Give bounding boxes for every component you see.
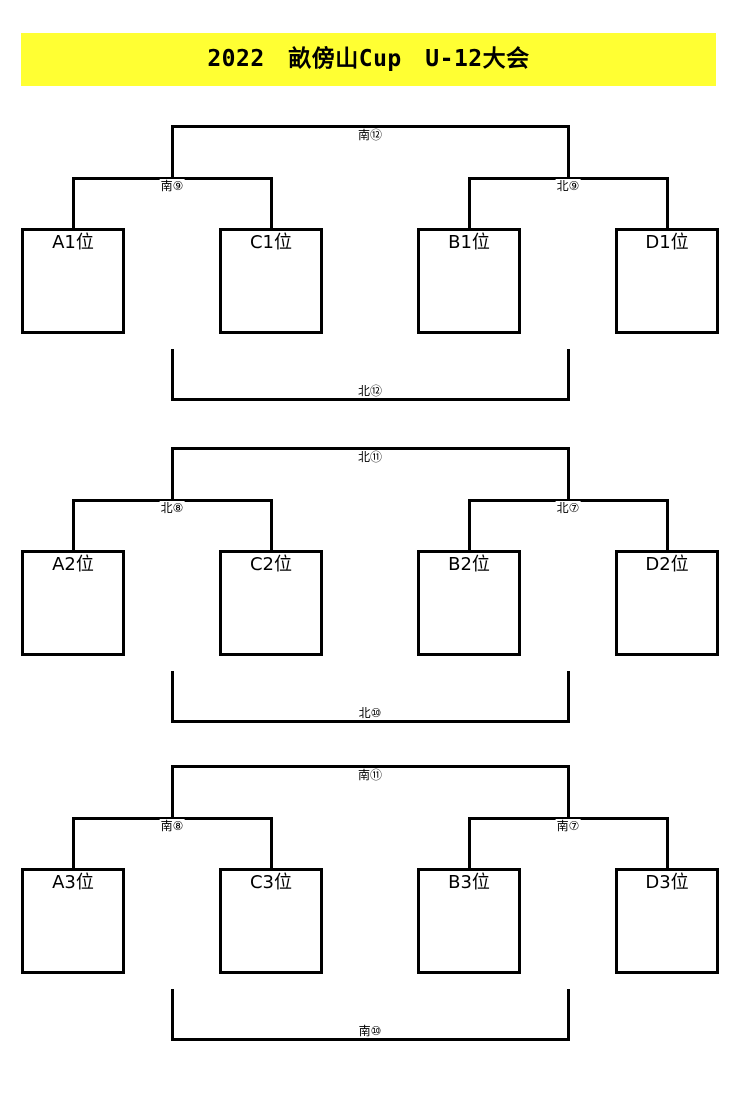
team-slot-box: D2位 xyxy=(615,550,719,656)
match-label-bottom: 北⑩ xyxy=(357,706,383,720)
team-slot-box: C3位 xyxy=(219,868,323,974)
team-slot-label: A1位 xyxy=(52,232,94,253)
team-slot-box: D3位 xyxy=(615,868,719,974)
team-slot-box: B3位 xyxy=(417,868,521,974)
bracket-line-bottom-horizontal xyxy=(171,720,570,723)
bracket-line-left-horizontal xyxy=(72,499,273,502)
bracket-line-bottom-rise xyxy=(567,349,570,401)
bracket-line-right-drop xyxy=(666,499,669,550)
team-slot-box: A2位 xyxy=(21,550,125,656)
bracket-line-bottom-rise xyxy=(171,349,174,401)
bracket-line-bottom-horizontal xyxy=(171,398,570,401)
team-slot-label: C1位 xyxy=(249,232,293,253)
team-slot-box: B2位 xyxy=(417,550,521,656)
bracket-line-bottom-horizontal xyxy=(171,1038,570,1041)
match-label-left: 南⑨ xyxy=(159,179,185,193)
page-title: 2022 畝傍山Cup U-12大会 xyxy=(207,46,530,72)
team-slot-label: B2位 xyxy=(448,554,490,575)
match-label-right: 北⑨ xyxy=(555,179,581,193)
team-slot-label: B3位 xyxy=(448,872,490,893)
bracket-line-left-drop xyxy=(72,177,75,228)
bracket-line-right-horizontal xyxy=(468,177,669,180)
team-slot-label: C3位 xyxy=(249,872,293,893)
bracket-line-bottom-rise xyxy=(171,671,174,723)
bracket-line-top-drop xyxy=(171,125,174,177)
match-label-right: 南⑦ xyxy=(555,819,581,833)
bracket-line-top-drop xyxy=(567,447,570,499)
match-label-bottom: 北⑫ xyxy=(356,384,384,398)
bracket-line-left-drop xyxy=(72,499,75,550)
bracket-line-right-horizontal xyxy=(468,499,669,502)
bracket-line-bottom-rise xyxy=(171,989,174,1041)
team-slot-box: A1位 xyxy=(21,228,125,334)
bracket-line-right-drop xyxy=(468,817,471,868)
bracket-line-bottom-rise xyxy=(567,671,570,723)
bracket-line-left-horizontal xyxy=(72,177,273,180)
bracket-line-right-horizontal xyxy=(468,817,669,820)
team-slot-label: A3位 xyxy=(52,872,94,893)
team-slot-label: B1位 xyxy=(448,232,490,253)
team-slot-label: D2位 xyxy=(645,554,689,575)
team-slot-box: C2位 xyxy=(219,550,323,656)
bracket-line-left-drop xyxy=(72,817,75,868)
team-slot-box: C1位 xyxy=(219,228,323,334)
match-label-right: 北⑦ xyxy=(555,501,581,515)
team-slot-box: B1位 xyxy=(417,228,521,334)
title-banner: 2022 畝傍山Cup U-12大会 xyxy=(21,33,716,86)
team-slot-box: D1位 xyxy=(615,228,719,334)
bracket-line-top-drop xyxy=(171,765,174,817)
bracket-line-left-drop xyxy=(270,177,273,228)
bracket-line-right-drop xyxy=(468,177,471,228)
bracket-line-top-horizontal xyxy=(171,765,570,768)
match-label-left: 南⑧ xyxy=(159,819,185,833)
bracket-line-top-horizontal xyxy=(171,447,570,450)
match-label-left: 北⑧ xyxy=(159,501,185,515)
bracket-line-top-drop xyxy=(567,765,570,817)
bracket-line-left-horizontal xyxy=(72,817,273,820)
bracket-line-right-drop xyxy=(468,499,471,550)
bracket-line-left-drop xyxy=(270,499,273,550)
team-slot-label: C2位 xyxy=(249,554,293,575)
team-slot-box: A3位 xyxy=(21,868,125,974)
match-label-bottom: 南⑩ xyxy=(357,1024,383,1038)
bracket-line-left-drop xyxy=(270,817,273,868)
match-label-top: 北⑪ xyxy=(356,450,384,464)
team-slot-label: D3位 xyxy=(645,872,689,893)
team-slot-label: D1位 xyxy=(645,232,689,253)
bracket-line-right-drop xyxy=(666,817,669,868)
bracket-line-bottom-rise xyxy=(567,989,570,1041)
bracket-line-top-horizontal xyxy=(171,125,570,128)
bracket-line-top-drop xyxy=(171,447,174,499)
match-label-top: 南⑫ xyxy=(356,128,384,142)
match-label-top: 南⑪ xyxy=(356,768,384,782)
team-slot-label: A2位 xyxy=(52,554,94,575)
bracket-line-top-drop xyxy=(567,125,570,177)
bracket-line-right-drop xyxy=(666,177,669,228)
